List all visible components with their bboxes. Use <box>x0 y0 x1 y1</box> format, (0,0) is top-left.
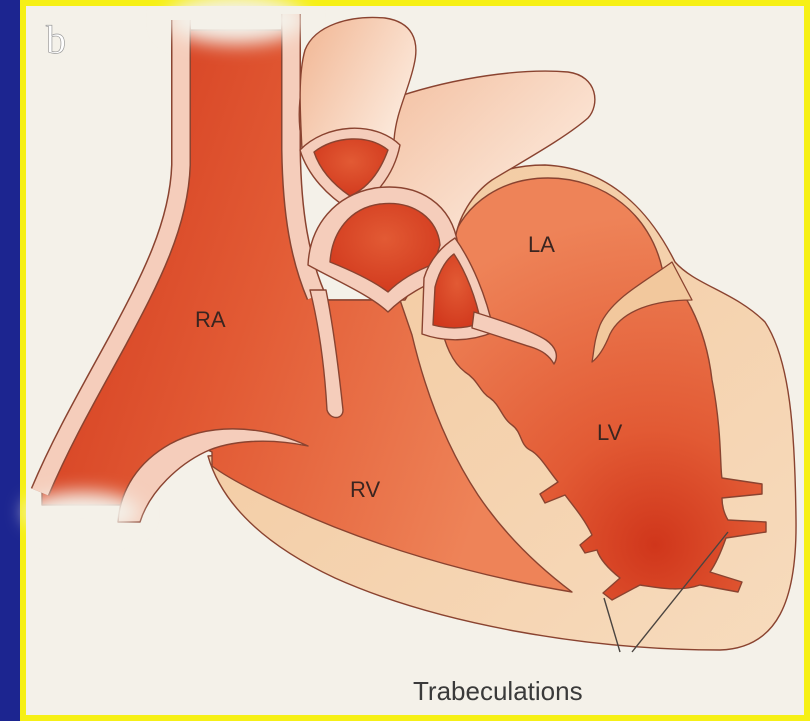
panel-letter: b <box>46 17 66 62</box>
label-left-ventricle: LV <box>597 420 623 445</box>
label-left-atrium: LA <box>528 232 555 257</box>
ivc-cut-fade <box>24 492 140 532</box>
label-right-ventricle: RV <box>350 477 380 502</box>
label-trabeculations: Trabeculations <box>413 676 583 706</box>
label-right-atrium: RA <box>195 307 226 332</box>
